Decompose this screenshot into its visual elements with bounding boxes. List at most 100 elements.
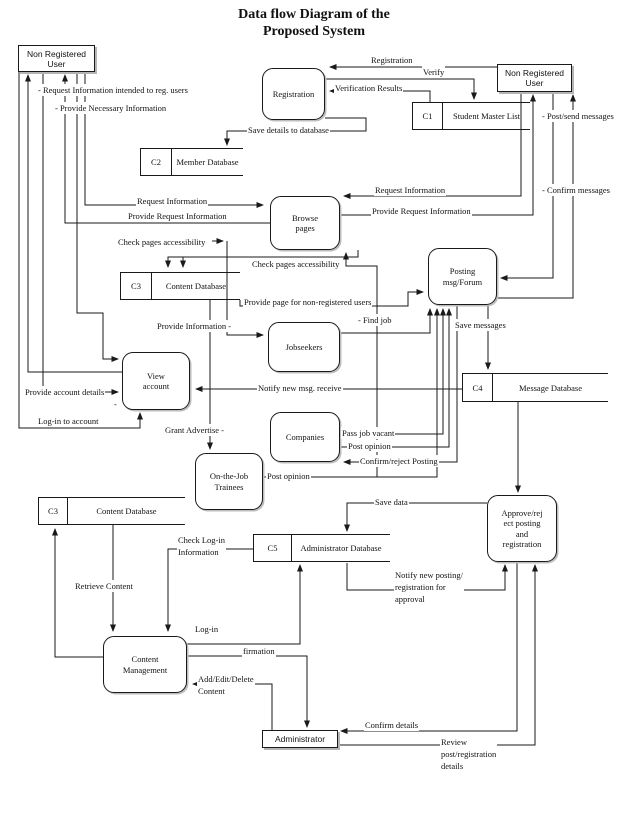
edge-provide-request-info-left xyxy=(62,74,272,224)
entity-administrator: Administrator xyxy=(262,730,338,748)
process-posting-msg-forum-line1: Posting xyxy=(449,266,476,276)
entity-administrator-line1: Administrator xyxy=(274,734,326,744)
label-review-details-line2: post/registration xyxy=(441,749,497,759)
label-find-job-line1: - Find job xyxy=(358,315,392,325)
label-provide-request-info-right: Provide Request Information xyxy=(371,205,472,217)
label-notify-new-msg: Notify new msg. receive xyxy=(257,382,343,394)
edge-cm-to-content-db xyxy=(52,528,103,658)
label-review-details-line3: details xyxy=(441,761,464,771)
datastore-content-database-1-bottom-line xyxy=(120,299,240,300)
datastore-student-master-list-top-line xyxy=(412,102,530,103)
edge-pass-job-vacant xyxy=(340,308,446,435)
edge-log-in xyxy=(187,564,303,645)
label-add-edit-delete-line1: Add/Edit/Delete xyxy=(198,674,254,684)
label-save-data-line1: Save data xyxy=(375,497,408,507)
label-pass-job-vacant: Pass job vacant xyxy=(341,427,396,439)
label-request-info-intended: - Request Information intended to reg. u… xyxy=(37,84,189,96)
edge-view-to-nru xyxy=(25,74,122,373)
datastore-content-database-1-label: Content Database xyxy=(165,281,227,291)
label-post-send-messages-line1: - Post/send messages xyxy=(542,111,614,121)
label-review-details-line1: Review xyxy=(441,737,467,747)
label-save-messages-line1: Save messages xyxy=(455,320,506,330)
edge-save-details xyxy=(224,117,367,146)
entity-non-registered-user-left-line1: Non Registered xyxy=(26,48,87,59)
label-confirm-reject-posting: Confirm/reject Posting xyxy=(359,455,439,467)
label-request-info-intended-line1: - Request Information intended to reg. u… xyxy=(38,85,188,95)
label-provide-account-details: Provide account details xyxy=(24,386,106,398)
label-post-opinion-trainees-line1: Post opinion xyxy=(267,471,310,481)
entity-non-registered-user-right-line1: Non Registered xyxy=(504,68,565,78)
datastore-student-master-list-label: Student Master List xyxy=(452,111,521,121)
label-post-send-messages: - Post/send messages xyxy=(541,110,615,122)
label-find-job: - Find job xyxy=(357,314,393,326)
label-confirm-messages: - Confirm messages xyxy=(541,184,611,196)
label-confirm-details: Confirm details xyxy=(364,719,420,731)
label-provide-necessary-info: - Provide Necessary Information xyxy=(54,102,168,114)
edge-save-data xyxy=(344,502,487,532)
datastore-administrator-database-bottom-line xyxy=(253,561,390,562)
process-view-account-line1: View xyxy=(147,370,165,381)
datastore-content-database-2-label: Content Database xyxy=(96,506,157,516)
label-provide-request-info-left-line1: Provide Request Information xyxy=(128,211,227,221)
label-verify: Verify xyxy=(422,66,446,78)
process-view-account-line2: account xyxy=(142,381,170,391)
label-verify-line1: Verify xyxy=(423,67,445,77)
datastore-student-master-list-code: C1 xyxy=(412,102,443,130)
label-registration-line1: Registration xyxy=(371,55,413,65)
process-on-the-job-trainees-line2: Trainees xyxy=(214,481,244,492)
process-browse-pages-line2: pages xyxy=(295,223,315,233)
edge-browse-to-content-db-1 xyxy=(165,250,359,268)
label-request-info-right: Request Information xyxy=(374,184,447,196)
process-companies: Companies xyxy=(270,412,340,462)
label-check-log-in-line2: Information xyxy=(178,547,219,557)
label-save-messages: Save messages xyxy=(454,319,507,331)
edge-trainees-post-opinion xyxy=(263,308,440,478)
label-grant-advertise-line1: Grant Advertise - xyxy=(165,425,225,435)
edge-request-info-intended xyxy=(76,72,119,362)
label-provide-information: Provide Information - xyxy=(156,320,233,332)
datastore-member-database-bottom-line xyxy=(140,175,243,176)
edge-check-log-in xyxy=(165,548,253,632)
label-save-data: Save data xyxy=(374,496,409,508)
entity-non-registered-user-right-line2: User xyxy=(525,78,544,88)
label-request-info-left-line1: Request Information xyxy=(137,196,208,206)
label-request-info-right-line1: Request Information xyxy=(375,185,446,195)
process-companies-line1: Companies xyxy=(285,431,325,442)
edge-confirm-details xyxy=(340,562,518,734)
edge-post-send-messages xyxy=(500,92,554,281)
label-save-details: Save details to database xyxy=(247,124,330,136)
label-check-pages-left: Check pages accessibility xyxy=(117,236,207,248)
page-title-line2: Proposed System xyxy=(262,24,366,39)
datastore-message-database-label: Message Database xyxy=(518,382,582,393)
label-dash: - xyxy=(113,398,118,410)
label-provide-page-line1: Provide page for non-registered users xyxy=(244,297,372,307)
label-notify-new-msg-line1: Notify new msg. receive xyxy=(258,383,342,393)
process-approve-reject-line4: registration xyxy=(502,539,542,549)
label-log-in-to-account-line1: Log-in to account xyxy=(38,416,99,426)
edge-confirmation xyxy=(187,655,310,728)
label-log-in-line1: Log-in xyxy=(195,624,219,634)
process-jobseekers-line1: Jobseekers xyxy=(285,341,323,352)
datastore-member-database-top-line xyxy=(140,148,243,149)
label-retrieve-content-line1: Retrieve Content xyxy=(75,581,133,591)
label-registration: Registration xyxy=(370,54,414,66)
page-title-line1: Data flow Diagram of the xyxy=(238,7,390,22)
process-registration-line1: Registration xyxy=(272,88,315,99)
label-request-info-left: Request Information xyxy=(136,195,209,207)
label-check-pages-right-line1: Check pages accessibility xyxy=(252,259,340,269)
label-grant-advertise: Grant Advertise - xyxy=(164,424,226,436)
label-provide-request-info-right-line1: Provide Request Information xyxy=(372,206,471,216)
label-pass-job-vacant-line1: Pass job vacant xyxy=(342,428,395,438)
label-notify-new-posting-line2: registration for xyxy=(395,582,446,592)
datastore-content-database-2-top-line xyxy=(38,497,185,498)
